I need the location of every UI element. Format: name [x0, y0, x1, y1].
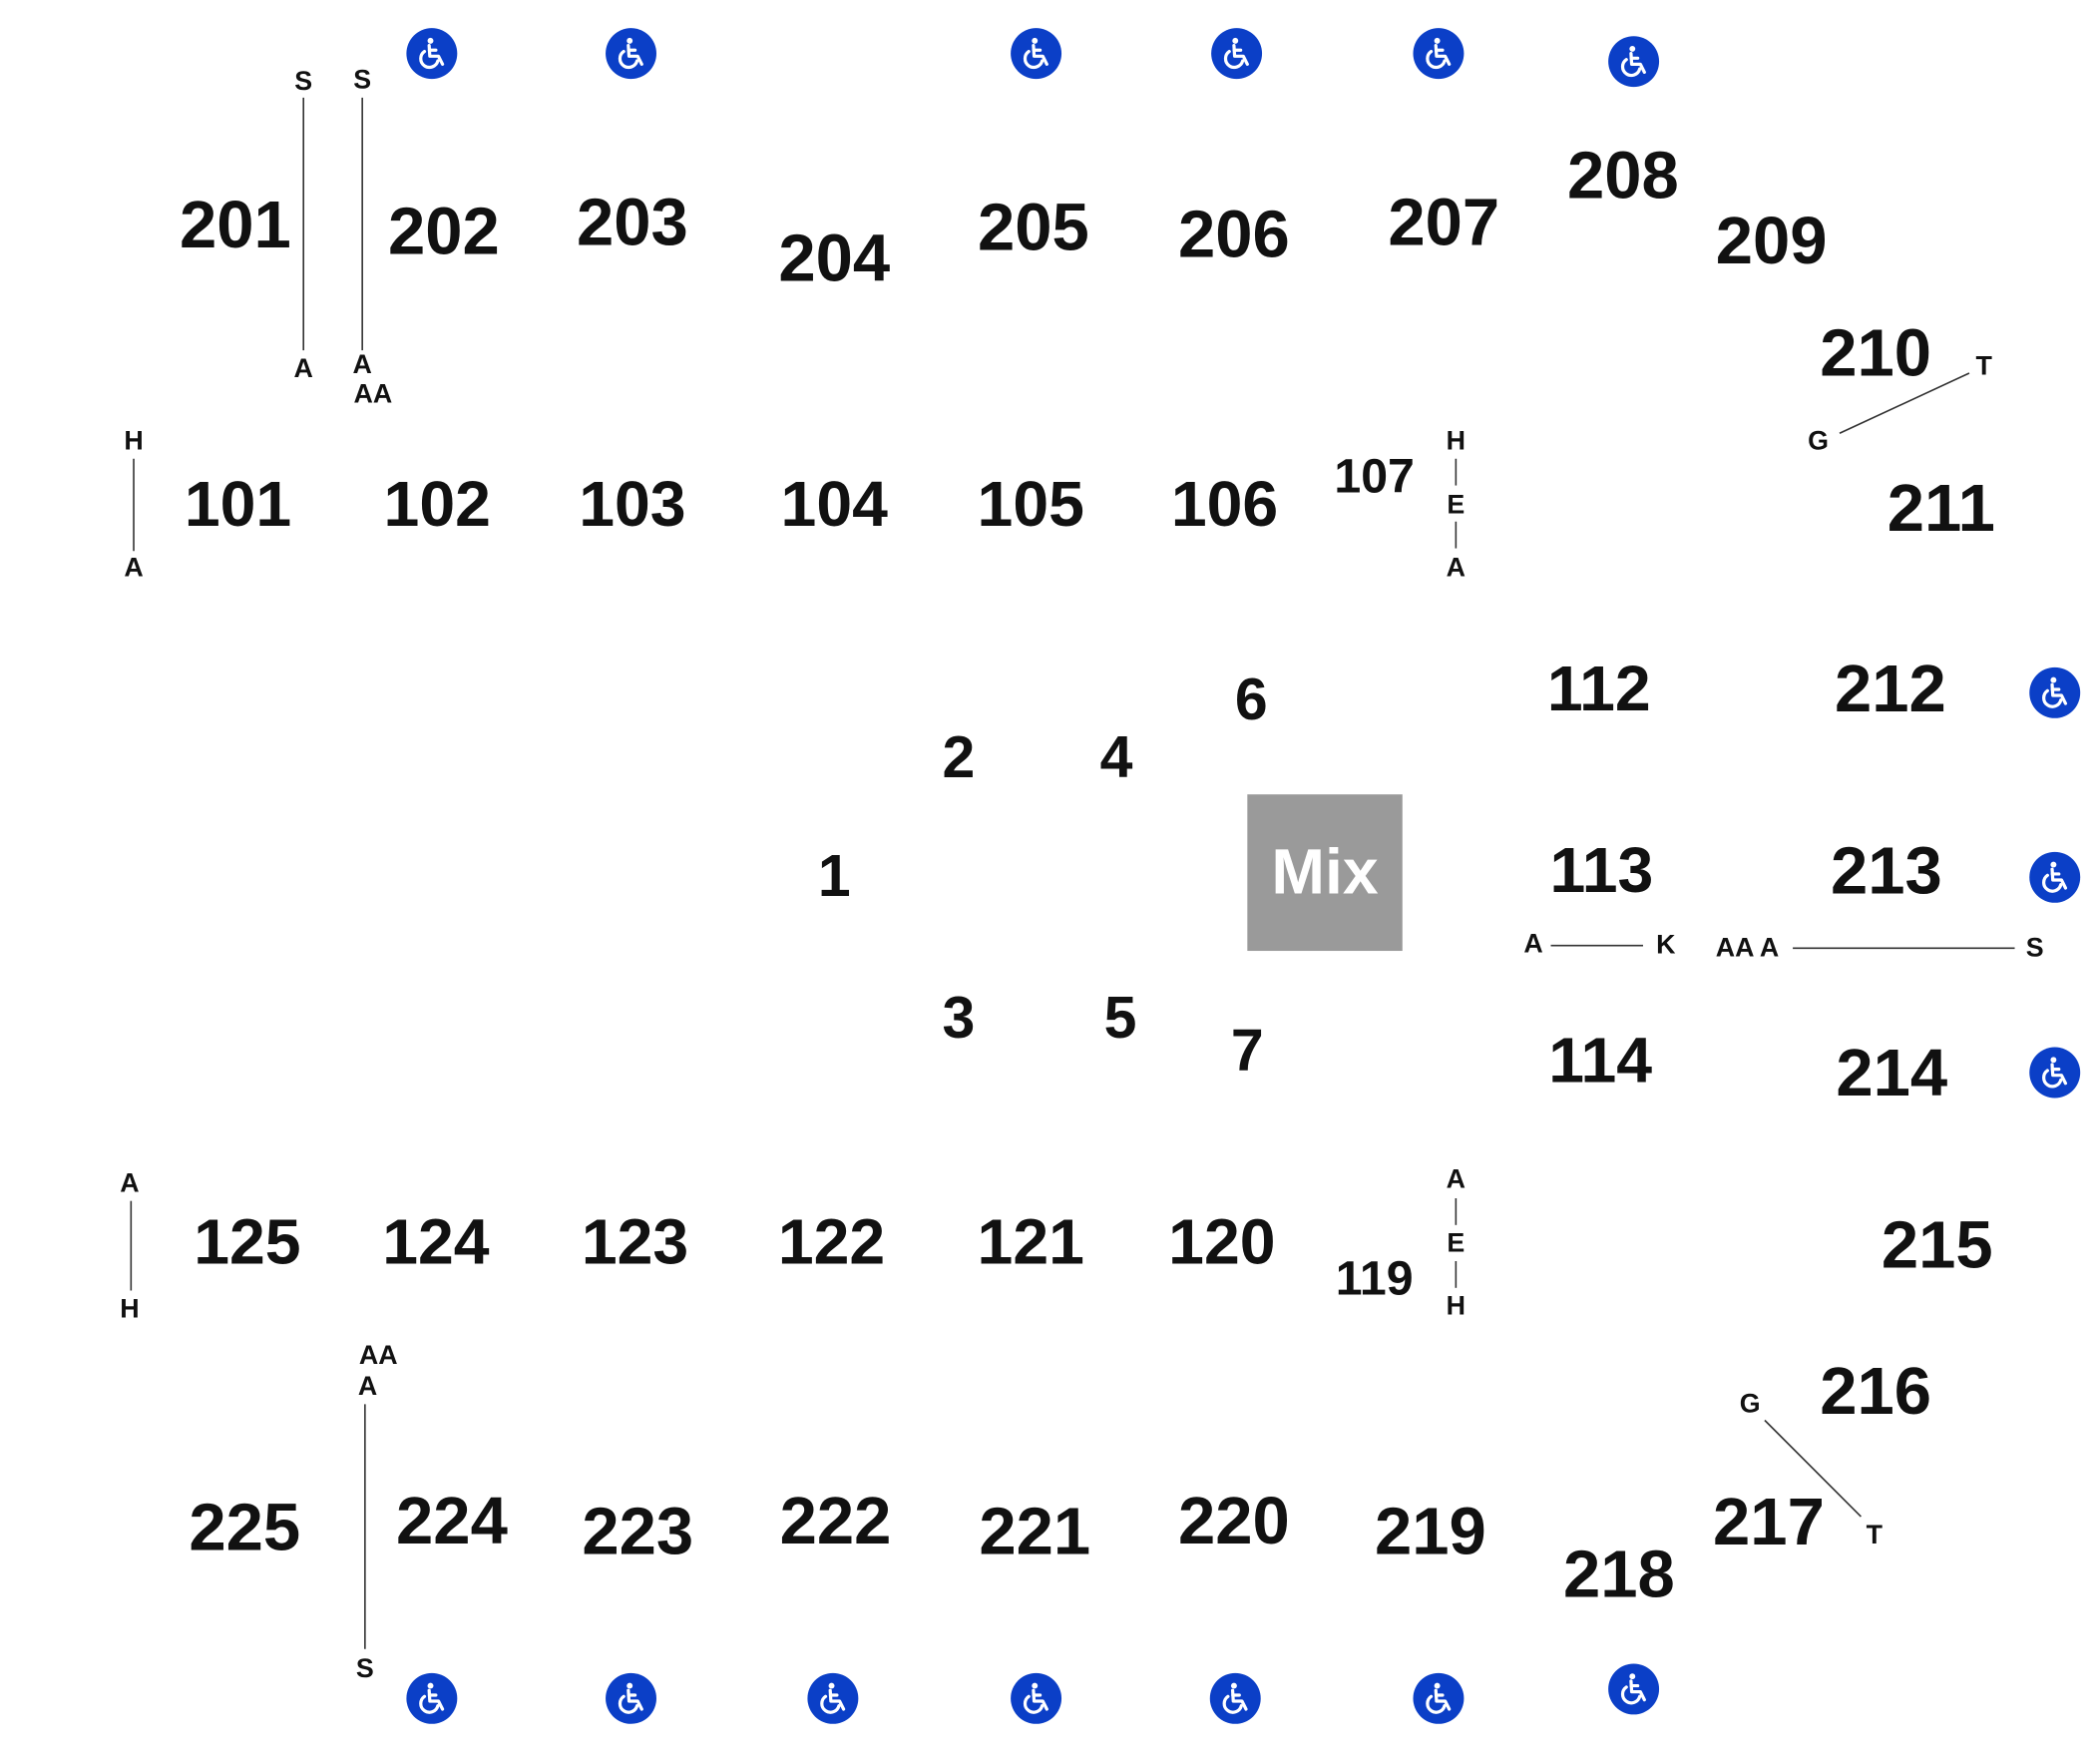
section-221[interactable]: 221 [979, 1494, 1091, 1569]
row-label: AA A [1715, 933, 1780, 964]
section-121[interactable]: 121 [977, 1207, 1084, 1279]
row-label: A [124, 553, 144, 584]
row-label: T [1975, 351, 1992, 382]
section-125[interactable]: 125 [194, 1207, 301, 1279]
section-124[interactable]: 124 [382, 1207, 490, 1279]
row-label: A [1523, 929, 1543, 960]
section-218[interactable]: 218 [1562, 1537, 1675, 1612]
wheelchair-accessible-icon[interactable] [2029, 666, 2081, 718]
section-224[interactable]: 224 [396, 1483, 508, 1558]
wheelchair-accessible-icon[interactable] [807, 1672, 859, 1724]
row-label: A [1446, 1164, 1466, 1194]
wheelchair-accessible-icon[interactable] [1608, 1663, 1660, 1715]
wheelchair-accessible-icon[interactable] [1413, 1672, 1465, 1724]
section-102[interactable]: 102 [383, 469, 491, 541]
section-208[interactable]: 208 [1566, 138, 1679, 214]
section-212[interactable]: 212 [1834, 651, 1946, 726]
row-label: E [1447, 490, 1466, 521]
row-label: A [293, 354, 313, 384]
section-222[interactable]: 222 [779, 1483, 892, 1558]
row-label: E [1447, 1228, 1466, 1259]
row-label: H [1446, 1291, 1466, 1322]
floor-section-1[interactable]: 1 [817, 843, 851, 910]
row-label: S [2025, 933, 2044, 964]
section-202[interactable]: 202 [388, 194, 500, 269]
section-103[interactable]: 103 [579, 469, 686, 541]
section-105[interactable]: 105 [977, 469, 1084, 541]
section-217[interactable]: 217 [1713, 1484, 1825, 1559]
floor-section-2[interactable]: 2 [942, 724, 976, 791]
mix-label: Mix [1271, 836, 1379, 908]
section-210[interactable]: 210 [1820, 315, 1932, 391]
row-label: G [1739, 1389, 1761, 1420]
section-207[interactable]: 207 [1388, 184, 1500, 260]
section-223[interactable]: 223 [582, 1494, 694, 1569]
section-215[interactable]: 215 [1881, 1207, 1993, 1283]
floor-section-3[interactable]: 3 [942, 985, 976, 1052]
wheelchair-accessible-icon[interactable] [606, 28, 656, 80]
section-120[interactable]: 120 [1168, 1207, 1276, 1279]
wheelchair-accessible-icon[interactable] [606, 1672, 656, 1724]
wheelchair-accessible-icon[interactable] [2029, 851, 2081, 903]
section-219[interactable]: 219 [1374, 1494, 1486, 1569]
section-123[interactable]: 123 [581, 1207, 689, 1279]
section-205[interactable]: 205 [977, 190, 1089, 265]
floor-section-7[interactable]: 7 [1230, 1018, 1264, 1084]
row-label: S [353, 65, 372, 96]
wheelchair-accessible-icon[interactable] [1413, 28, 1465, 80]
row-label: S [294, 67, 313, 97]
row-label: AA [353, 379, 393, 410]
row-label: A [357, 1372, 378, 1402]
floor-section-6[interactable]: 6 [1234, 666, 1268, 733]
wheelchair-accessible-icon[interactable] [1211, 28, 1263, 80]
wheelchair-accessible-icon[interactable] [406, 1672, 458, 1724]
section-122[interactable]: 122 [777, 1207, 886, 1279]
row-label: A [352, 350, 372, 380]
row-label: A [120, 1168, 140, 1198]
row-label: S [355, 1654, 374, 1684]
section-203[interactable]: 203 [576, 184, 688, 260]
section-107[interactable]: 107 [1334, 448, 1415, 503]
section-119[interactable]: 119 [1335, 1250, 1414, 1306]
section-112[interactable]: 112 [1546, 654, 1651, 725]
section-204[interactable]: 204 [778, 220, 891, 296]
wheelchair-accessible-icon[interactable] [1209, 1672, 1261, 1724]
section-211[interactable]: 211 [1886, 470, 1995, 546]
section-206[interactable]: 206 [1178, 197, 1290, 272]
section-114[interactable]: 114 [1548, 1026, 1652, 1098]
floor-section-5[interactable]: 5 [1103, 985, 1137, 1052]
section-113[interactable]: 113 [1549, 835, 1654, 907]
section-225[interactable]: 225 [189, 1490, 301, 1565]
wheelchair-accessible-icon[interactable] [1608, 36, 1660, 88]
row-label: A [1446, 553, 1466, 584]
section-106[interactable]: 106 [1170, 469, 1279, 541]
row-label: H [1446, 426, 1466, 457]
mix-position: Mix [1247, 794, 1403, 952]
section-201[interactable]: 201 [179, 187, 291, 262]
row-label: G [1808, 426, 1829, 457]
section-220[interactable]: 220 [1178, 1483, 1290, 1558]
row-label: AA [358, 1341, 398, 1371]
row-label: H [120, 1294, 140, 1324]
row-label: H [124, 426, 144, 457]
section-216[interactable]: 216 [1820, 1353, 1932, 1429]
wheelchair-accessible-icon[interactable] [1011, 28, 1062, 80]
section-209[interactable]: 209 [1715, 203, 1828, 278]
floor-section-4[interactable]: 4 [1099, 724, 1133, 791]
wheelchair-accessible-icon[interactable] [2029, 1047, 2081, 1099]
row-label: T [1866, 1521, 1884, 1550]
section-213[interactable]: 213 [1830, 833, 1942, 909]
wheelchair-accessible-icon[interactable] [1011, 1672, 1062, 1724]
row-label: K [1656, 930, 1676, 961]
section-104[interactable]: 104 [780, 469, 888, 541]
wheelchair-accessible-icon[interactable] [406, 28, 458, 80]
section-214[interactable]: 214 [1836, 1035, 1948, 1110]
section-101[interactable]: 101 [184, 469, 292, 541]
